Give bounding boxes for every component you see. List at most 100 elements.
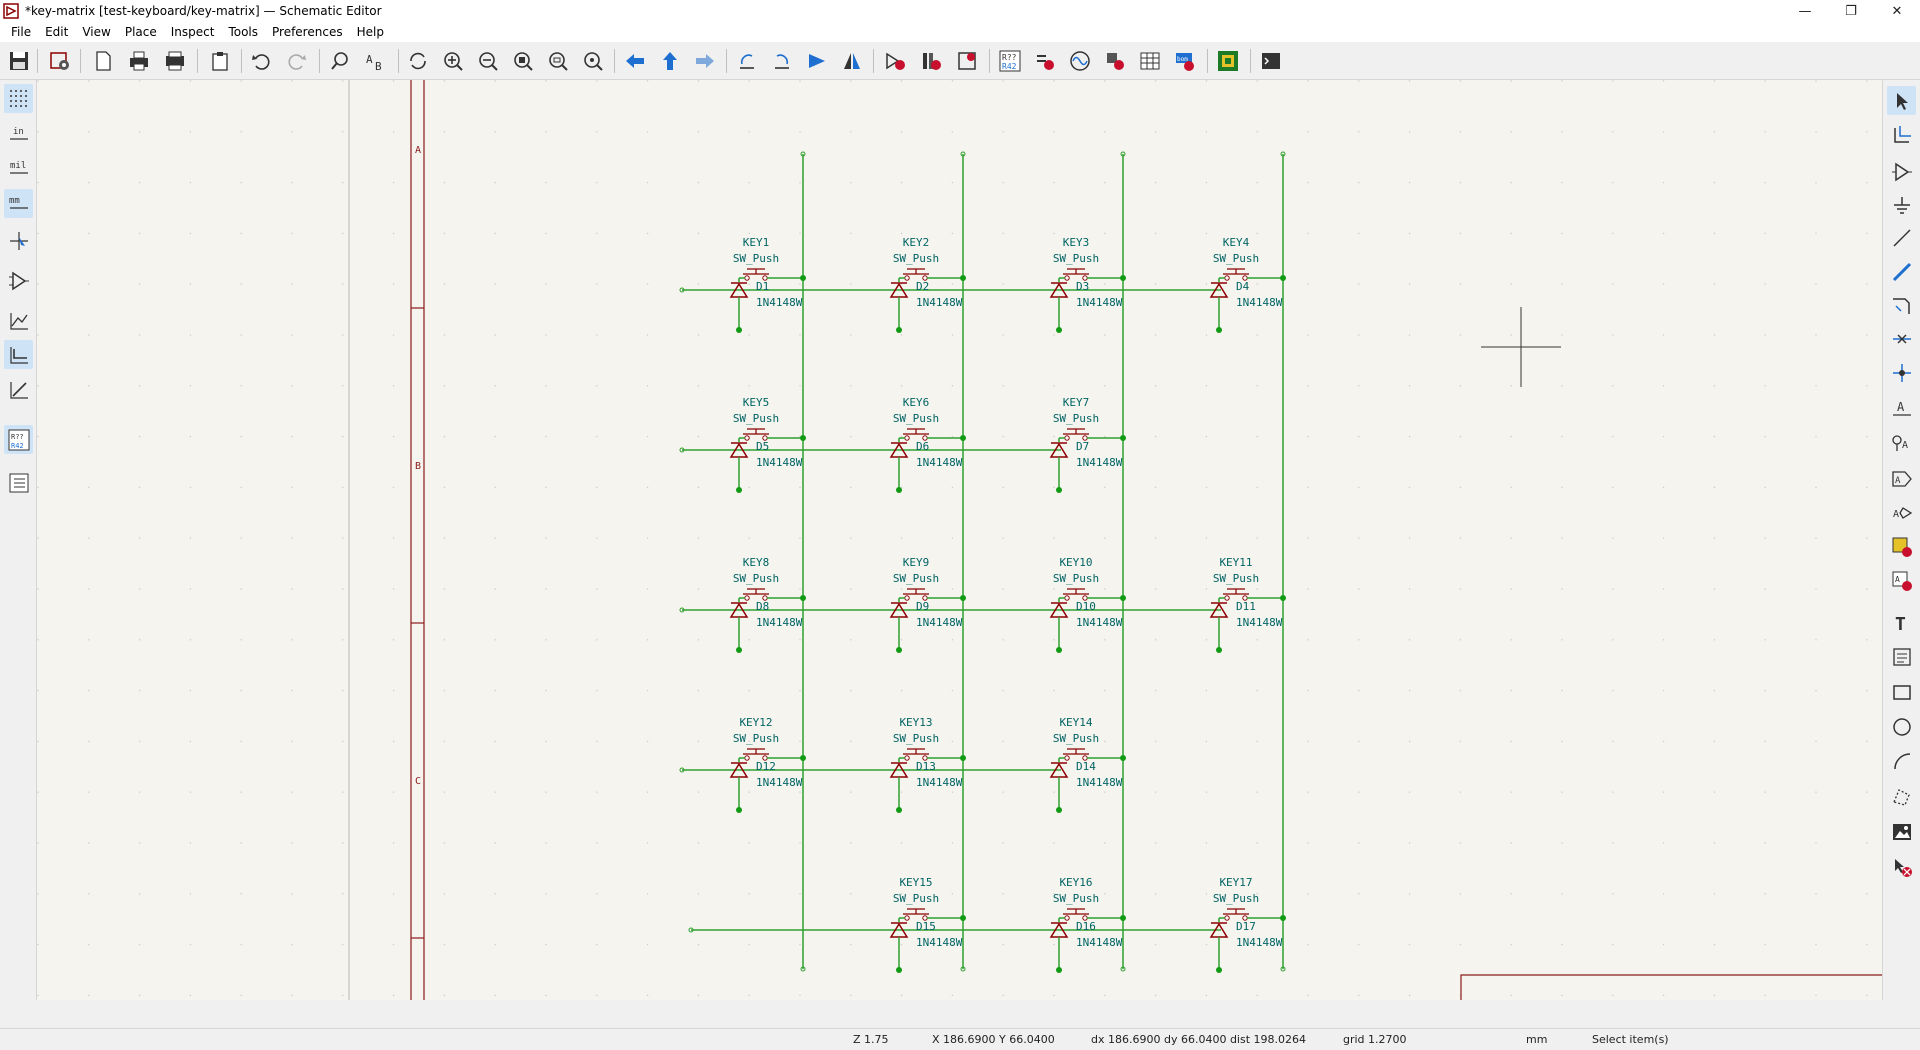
delete-tool-icon[interactable] xyxy=(1887,852,1916,881)
menu-file[interactable]: File xyxy=(11,25,32,39)
navigate-forward-icon[interactable] xyxy=(691,47,719,75)
add-power-icon[interactable] xyxy=(1887,191,1916,220)
add-text-icon[interactable]: T xyxy=(1887,608,1916,637)
annotate-icon[interactable]: R??R42 xyxy=(996,47,1024,75)
add-hierarchical-sheet-icon[interactable] xyxy=(1887,532,1916,561)
fields-editor-icon[interactable] xyxy=(1136,47,1164,75)
grid-toggle-icon[interactable] xyxy=(4,84,33,113)
line-mode-90-icon[interactable] xyxy=(4,340,33,369)
units-inch-button[interactable]: in xyxy=(4,120,33,149)
menu-view[interactable]: View xyxy=(82,25,111,39)
add-junction-icon[interactable] xyxy=(1887,358,1916,387)
symbol-library-icon[interactable] xyxy=(917,47,945,75)
junction-dot xyxy=(1280,595,1286,601)
reference-label: KEY11 xyxy=(1219,556,1252,569)
close-button[interactable]: ✕ xyxy=(1891,3,1903,19)
add-label-icon[interactable]: A xyxy=(1887,393,1916,422)
diode-value-label: 1N4148W xyxy=(756,616,803,629)
reference-label: KEY5 xyxy=(743,396,770,409)
menu-place[interactable]: Place xyxy=(124,25,157,39)
hidden-pins-icon[interactable] xyxy=(4,266,33,295)
add-circle-icon[interactable] xyxy=(1887,712,1916,741)
add-global-label-icon[interactable]: A xyxy=(1887,464,1916,493)
title-block-corner xyxy=(1460,974,1882,1000)
bom-icon[interactable]: bom xyxy=(1171,47,1199,75)
add-bus-icon[interactable] xyxy=(1887,257,1916,286)
add-arc-icon[interactable] xyxy=(1887,746,1916,775)
menu-edit[interactable]: Edit xyxy=(45,25,69,39)
print-icon[interactable] xyxy=(125,47,153,75)
navigate-back-icon[interactable] xyxy=(621,47,649,75)
add-rectangle-icon[interactable] xyxy=(1887,677,1916,706)
add-bus-entry-icon[interactable] xyxy=(1887,290,1916,319)
scripting-console-icon[interactable] xyxy=(1257,47,1285,75)
rotate-cw-icon[interactable] xyxy=(768,47,796,75)
line-mode-free-icon[interactable] xyxy=(4,306,33,335)
navigate-up-icon[interactable] xyxy=(656,47,684,75)
value-label: SW_Push xyxy=(893,732,939,745)
diode-reference-label: D5 xyxy=(756,440,769,453)
import-sheet-pin-icon[interactable]: A xyxy=(1887,566,1916,595)
erc-icon[interactable] xyxy=(1031,47,1059,75)
value-label: SW_Push xyxy=(1213,572,1259,585)
simulator-icon[interactable] xyxy=(1066,47,1094,75)
symbol-editor-icon[interactable] xyxy=(881,47,909,75)
add-symbol-icon[interactable] xyxy=(1887,157,1916,186)
maximize-button[interactable]: ❐ xyxy=(1845,3,1857,19)
cursor-crosshair-icon[interactable] xyxy=(4,226,33,255)
mirror-horizontal-icon[interactable] xyxy=(838,47,866,75)
switch-contact xyxy=(1064,755,1070,761)
hierarchy-navigator-icon[interactable] xyxy=(4,468,33,497)
zoom-selection-icon[interactable] xyxy=(579,47,607,75)
junction-dot xyxy=(960,755,966,761)
plot-icon[interactable] xyxy=(161,47,189,75)
redo-icon[interactable] xyxy=(283,47,311,75)
minimize-button[interactable]: — xyxy=(1798,3,1812,19)
add-no-connect-icon[interactable] xyxy=(1887,324,1916,353)
zoom-objects-icon[interactable] xyxy=(544,47,572,75)
menu-inspect[interactable]: Inspect xyxy=(170,25,215,39)
add-text-box-icon[interactable] xyxy=(1887,642,1916,671)
rotate-ccw-icon[interactable] xyxy=(733,47,761,75)
annotation-preview-icon[interactable]: R??R42 xyxy=(4,425,33,454)
undo-icon[interactable] xyxy=(247,47,275,75)
zoom-in-icon[interactable] xyxy=(439,47,467,75)
save-icon[interactable] xyxy=(5,47,33,75)
zoom-out-icon[interactable] xyxy=(474,47,502,75)
menu-tools[interactable]: Tools xyxy=(228,25,258,39)
units-mil-button[interactable]: mil xyxy=(4,154,33,183)
units-mm-button[interactable]: mm xyxy=(4,189,33,218)
line-mode-45-icon[interactable] xyxy=(4,375,33,404)
paste-icon[interactable] xyxy=(206,47,234,75)
refresh-icon[interactable] xyxy=(404,47,432,75)
junction-dot xyxy=(736,327,742,333)
page-settings-icon[interactable] xyxy=(89,47,117,75)
schematic-setup-icon[interactable] xyxy=(46,47,74,75)
add-image-icon[interactable] xyxy=(1887,817,1916,846)
menu-preferences[interactable]: Preferences xyxy=(272,25,343,39)
pcb-editor-icon[interactable] xyxy=(1214,47,1242,75)
add-wire-icon[interactable] xyxy=(1887,223,1916,252)
assign-footprints-icon[interactable] xyxy=(1101,47,1129,75)
highlight-net-icon[interactable] xyxy=(1887,120,1916,149)
find-icon[interactable] xyxy=(326,47,354,75)
footprint-browser-icon[interactable] xyxy=(953,47,981,75)
zone-label-a: A xyxy=(415,145,421,156)
status-grid: grid 1.2700 xyxy=(1343,1033,1407,1046)
junction-dot xyxy=(800,595,806,601)
mirror-vertical-icon[interactable] xyxy=(803,47,831,75)
select-tool-icon[interactable] xyxy=(1887,86,1916,115)
junction-dot xyxy=(896,327,902,333)
add-hierarchical-label-icon[interactable]: A xyxy=(1887,498,1916,527)
menu-help[interactable]: Help xyxy=(356,25,384,39)
add-net-class-directive-icon[interactable]: A xyxy=(1887,428,1916,457)
add-graphic-polygon-icon[interactable] xyxy=(1887,782,1916,811)
schematic-drawing[interactable]: A B C KEY1SW_PushD11N4148WKEY2SW_PushD21… xyxy=(37,80,1882,1000)
zoom-fit-icon[interactable] xyxy=(509,47,537,75)
